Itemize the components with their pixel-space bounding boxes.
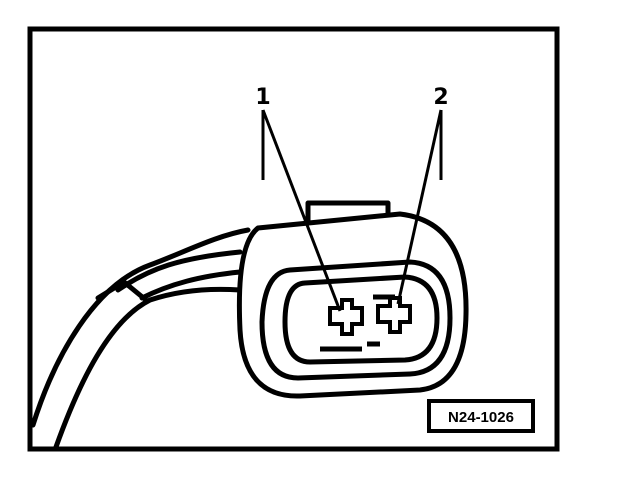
reference-code: N24-1026 <box>448 409 514 426</box>
connector-face <box>259 259 453 381</box>
leader-line-1 <box>261 109 342 312</box>
callout-label-2: 2 <box>433 85 448 110</box>
pin-2 <box>376 296 412 334</box>
wire-harness <box>30 227 251 450</box>
callout-label-1: 1 <box>255 85 270 110</box>
leader-line-2 <box>396 109 443 305</box>
reference-code-box: N24-1026 <box>427 399 535 433</box>
